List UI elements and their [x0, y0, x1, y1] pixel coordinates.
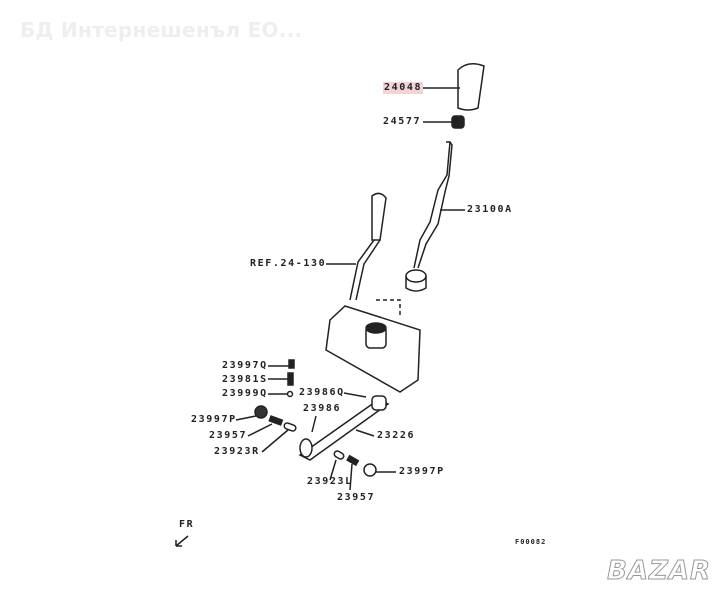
label-23923r: 23923R: [214, 446, 260, 457]
shift-rod: [298, 399, 390, 461]
label-23997q: 23997Q: [222, 360, 268, 371]
label-23981s: 23981S: [222, 374, 268, 385]
part-23997q: [288, 359, 295, 369]
label-fr: FR: [179, 519, 195, 530]
shift-knob: [457, 63, 485, 111]
ref-lever: [371, 192, 387, 241]
bushing: [451, 115, 465, 129]
label-23100a: 23100A: [467, 204, 513, 215]
part-23981s: [287, 372, 294, 386]
label-23986: 23986: [303, 403, 342, 414]
base-plate: [325, 305, 421, 393]
label-24048: 24048: [383, 82, 424, 94]
label-23997p-left: 23997P: [191, 414, 237, 425]
part-23999q: [286, 390, 294, 398]
label-23997p-right: 23997P: [399, 466, 445, 477]
figure-code: F00082: [515, 538, 547, 546]
bazar-logo: BAZAR: [607, 556, 711, 587]
label-23986q: 23986Q: [299, 387, 345, 398]
part-23997p-right: [363, 463, 377, 477]
part-23997p-left: [254, 405, 268, 419]
label-23923l: 23923L: [307, 476, 353, 487]
label-24577: 24577: [383, 116, 422, 127]
label-23226: 23226: [377, 430, 416, 441]
label-23957-left: 23957: [209, 430, 248, 441]
label-ref: REF.24-130: [250, 258, 327, 269]
shift-lever: [413, 141, 453, 269]
seller-watermark: БД Интернешенъл ЕО...: [20, 18, 303, 42]
front-arrow-icon: [175, 535, 189, 547]
label-23999q: 23999Q: [222, 388, 268, 399]
label-23957-right: 23957: [337, 492, 376, 503]
